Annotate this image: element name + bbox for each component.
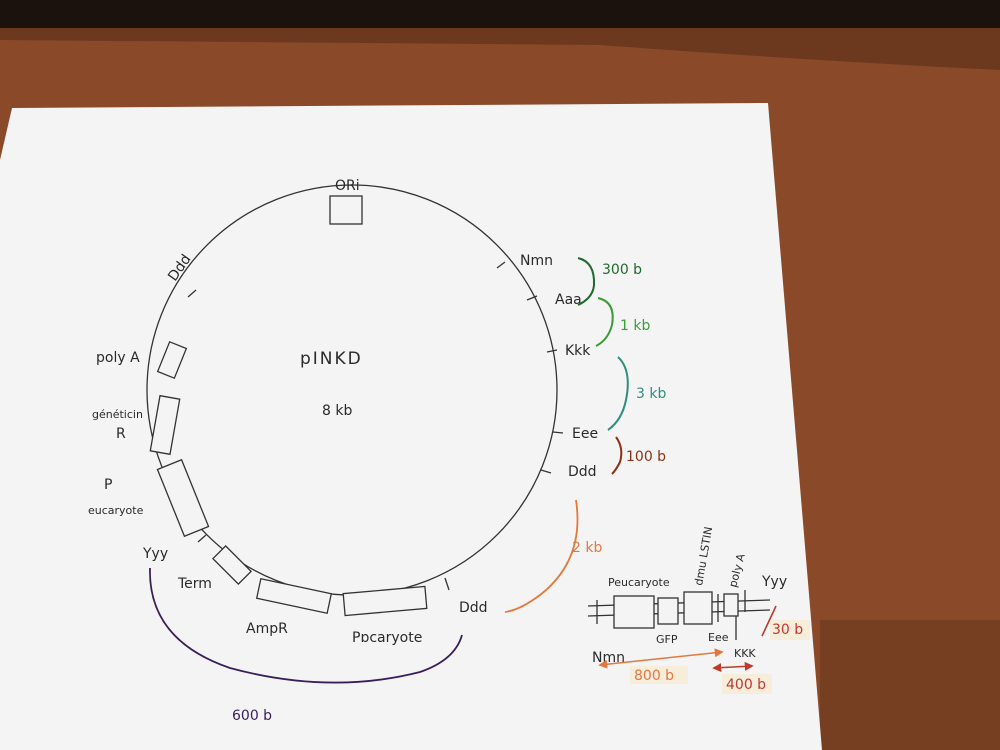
insert-map <box>587 590 771 640</box>
site-ddd-bottom: Ddd <box>459 600 488 616</box>
label-p-procaryote: Pɒcaryote <box>352 630 422 646</box>
resistance-box <box>149 394 181 456</box>
ampr-box <box>255 577 333 615</box>
label-ampr: AmpR <box>246 621 288 637</box>
insert-30b: 30 b <box>772 622 803 638</box>
label-polya: poly A <box>96 350 140 366</box>
site-ticks <box>187 261 564 591</box>
tick-ddd-top <box>187 289 197 298</box>
term-box <box>211 544 253 586</box>
ori-label: ORi <box>335 178 360 194</box>
insert-400b: 400 b <box>726 677 766 693</box>
arrow-800b <box>598 648 724 669</box>
tick-ddd-bottom <box>444 577 450 591</box>
label-p: P <box>104 477 112 493</box>
insert-800b: 800 b <box>634 668 674 684</box>
ori-box <box>329 195 363 225</box>
tick-yyy <box>197 534 207 543</box>
table-shadow <box>0 0 1000 28</box>
label-term: Term <box>177 576 212 592</box>
site-ddd-right: Ddd <box>568 464 597 480</box>
table-edge <box>0 28 1000 70</box>
insert-p-eucaryote-box <box>613 595 655 629</box>
site-aaa: Aaa <box>555 292 582 308</box>
tick-kkk <box>546 349 558 353</box>
dist-2kb: 2 kb <box>572 540 602 556</box>
bracket-30b <box>761 605 777 637</box>
insert-p-eucaryote-label: Peucaryote <box>608 576 670 589</box>
insert-nls-box <box>683 591 713 625</box>
bracket-1kb <box>595 297 614 347</box>
arrow-400b <box>712 661 754 673</box>
dist-300b: 300 b <box>602 262 642 278</box>
insert-gfp-label: GFP <box>656 633 678 646</box>
label-resistance-2: R <box>116 426 126 442</box>
site-yyy: Yyy <box>142 546 168 562</box>
plasmid-name: pINKD <box>300 349 363 369</box>
insert-kkk-label: KKK <box>734 647 756 660</box>
dist-600b: 600 b <box>232 708 272 724</box>
tape-30b <box>770 620 810 640</box>
tape-800b <box>630 666 688 684</box>
tick-eee <box>552 431 564 434</box>
plasmid-size: 8 kb <box>322 403 352 419</box>
dist-3kb: 3 kb <box>636 386 666 402</box>
arc-600b <box>149 567 463 684</box>
p-procaryote-box <box>342 585 428 617</box>
label-p-eucaryote: eucaryote <box>88 504 144 517</box>
site-eee: Eee <box>572 426 598 442</box>
insert-gfp-box <box>657 597 679 625</box>
tick-nmn <box>496 261 506 269</box>
insert-polya-box <box>723 593 739 617</box>
tick-aaa <box>526 295 538 301</box>
table-right-dark <box>820 620 1000 750</box>
site-kkk: Kkk <box>565 343 591 359</box>
label-resistance-1: généticin <box>92 408 143 421</box>
polya-box <box>156 340 188 380</box>
dist-100b: 100 b <box>626 449 666 465</box>
bracket-300b <box>577 257 596 306</box>
bracket-3kb <box>607 356 629 431</box>
insert-eee-label: Eee <box>708 631 729 644</box>
p-eucaryote-box <box>156 458 210 538</box>
feature-boxes <box>149 340 428 617</box>
paper-sheet <box>0 103 822 750</box>
bracket-100b <box>611 436 623 475</box>
arc-2kb <box>504 499 579 613</box>
site-nmn: Nmn <box>520 253 553 269</box>
tick-ddd-right <box>540 469 552 474</box>
tape-400b <box>722 674 772 694</box>
dist-1kb: 1 kb <box>620 318 650 334</box>
insert-yyy-label: Yyy <box>761 574 787 590</box>
